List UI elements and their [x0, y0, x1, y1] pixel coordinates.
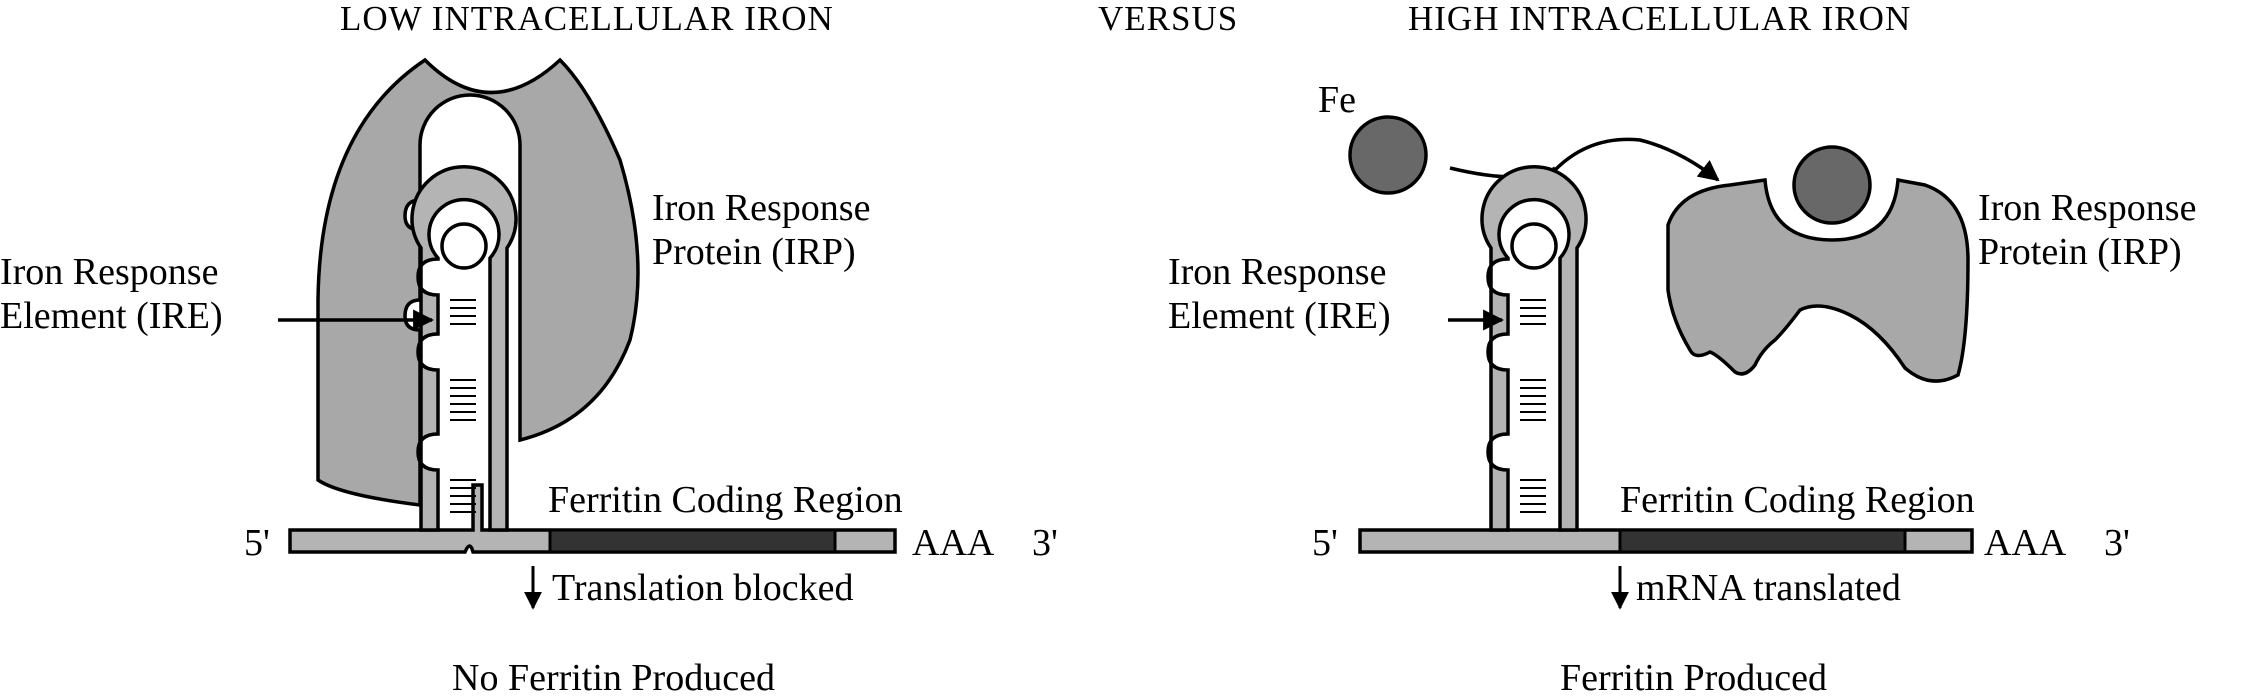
irp-label-high-1: Iron Response	[1978, 187, 2196, 229]
ire-label-high-1: Iron Response	[1168, 251, 1386, 293]
ire-loop-hole-high	[1510, 222, 1558, 270]
stem-loop-low	[410, 165, 518, 532]
header-high-iron: HIGH INTRACELLULAR IRON	[1408, 0, 1911, 38]
base-pairs-low	[450, 299, 476, 513]
stem-loop-high	[1480, 165, 1588, 532]
three-prime-high: 3'	[2104, 522, 2130, 564]
ferritin-coding-region-high	[1618, 528, 1907, 554]
poly-a-low: AAA	[912, 522, 995, 564]
ire-label-high-2: Element (IRE)	[1168, 295, 1391, 337]
low-iron-panel: Iron Response Protein (IRP) Iron Respons…	[0, 57, 1058, 698]
translation-status-low: Translation blocked	[552, 567, 854, 609]
fe-label: Fe	[1318, 79, 1356, 121]
five-prime-low: 5'	[244, 522, 270, 564]
irp-label-low-2: Protein (IRP)	[652, 231, 856, 273]
ire-label-low-2: Element (IRE)	[0, 295, 223, 337]
iron-binding-arrow	[1449, 137, 1720, 182]
three-prime-low: 3'	[1032, 522, 1058, 564]
iron-ion-bound	[1792, 145, 1872, 225]
irp-label-high-2: Protein (IRP)	[1978, 231, 2182, 273]
irp-label-low-1: Iron Response	[652, 187, 870, 229]
coding-label-high: Ferritin Coding Region	[1620, 479, 1975, 521]
high-iron-panel: Fe Iron Response Protein (IRP) Iron Resp…	[1168, 79, 2196, 698]
header-low-iron: LOW INTRACELLULAR IRON	[340, 0, 834, 38]
five-prime-high: 5'	[1312, 522, 1338, 564]
outcome-high: Ferritin Produced	[1560, 657, 1827, 698]
translation-status-high: mRNA translated	[1636, 567, 1901, 609]
base-pairs-high	[1520, 299, 1546, 513]
outcome-low: No Ferritin Produced	[452, 657, 775, 698]
ire-loop-hole-low	[440, 222, 488, 270]
irp-protein-free	[1666, 177, 1970, 383]
coding-label-low: Ferritin Coding Region	[548, 479, 903, 521]
irp-protein-bound	[316, 57, 640, 507]
iron-ion-free	[1348, 115, 1428, 195]
ferritin-coding-region-low	[548, 528, 837, 554]
poly-a-high: AAA	[1984, 522, 2067, 564]
ire-label-low-1: Iron Response	[0, 251, 218, 293]
header-versus: VERSUS	[1098, 0, 1238, 38]
